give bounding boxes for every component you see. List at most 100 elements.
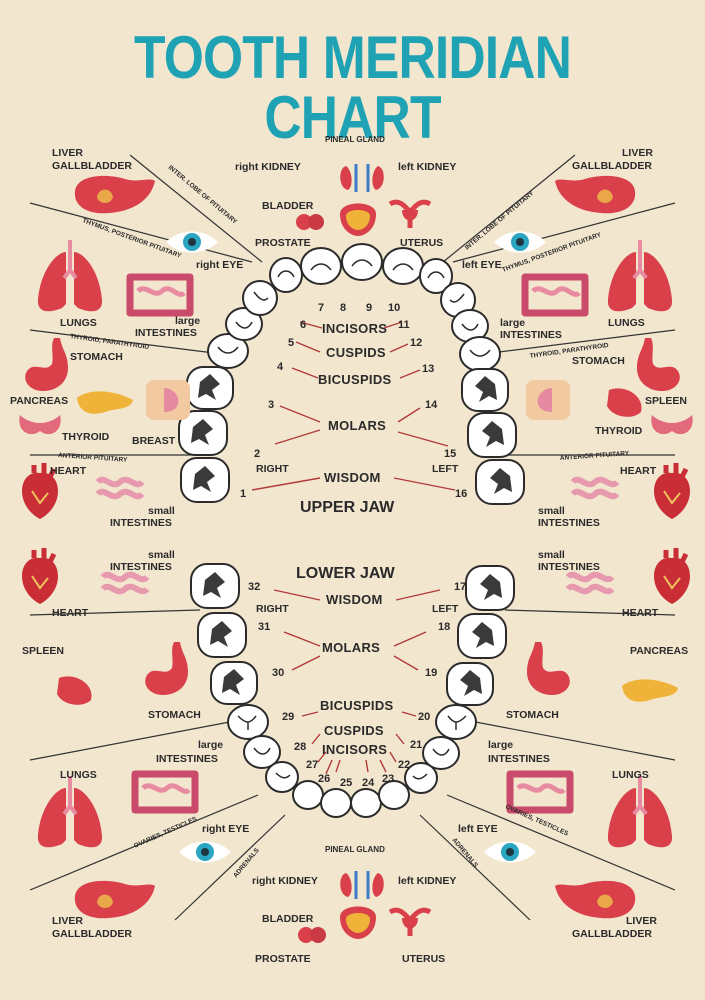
tooth-20 (435, 704, 477, 740)
tooth-14 (461, 368, 509, 412)
small-intestine-icon-lower-left (568, 575, 612, 592)
label-heart-lr: HEART (52, 607, 89, 619)
tooth-30 (210, 661, 258, 705)
label-lungs-ll: LUNGS (612, 769, 649, 781)
tooth-7 (269, 257, 303, 293)
tooth-6 (242, 280, 278, 316)
label-small-ul: small (538, 505, 565, 517)
tooth-16 (475, 459, 525, 505)
label-liver-ur: LIVER (52, 147, 83, 159)
num-31: 31 (258, 621, 270, 633)
liver-icon-upper-right (74, 175, 155, 214)
label-heart-ur: HEART (50, 465, 87, 477)
label-right-upper: RIGHT (256, 463, 289, 475)
num-23: 23 (382, 773, 394, 785)
uterus-icon-lower (390, 910, 430, 936)
label-spleen-lr: SPLEEN (22, 645, 64, 657)
label-prostate-upper: PROSTATE (255, 237, 311, 249)
label-large-ll: large (488, 739, 513, 751)
heart-icon-lower-left (654, 548, 690, 604)
tooth-23 (378, 780, 410, 810)
num-7: 7 (318, 302, 324, 314)
chart-title: TOOTH MERIDIAN CHART (133, 24, 572, 151)
tooth-18 (457, 613, 507, 659)
label-stomach-lr: STOMACH (148, 709, 201, 721)
num-15: 15 (444, 448, 456, 460)
num-9: 9 (366, 302, 372, 314)
liver-icon-lower-right (74, 880, 155, 919)
stomach-icon-lower-left (527, 642, 570, 696)
tooth-11 (419, 258, 453, 294)
lungs-icon-lower-right (35, 774, 105, 850)
num-21: 21 (410, 739, 422, 751)
num-10: 10 (388, 302, 400, 314)
label-bladder-upper: BLADDER (262, 200, 314, 212)
tooth-3 (186, 366, 234, 410)
label-small-int-ul: INTESTINES (538, 517, 600, 529)
label-small-int-lr: INTESTINES (110, 561, 172, 573)
label-intestines-ur: INTESTINES (135, 327, 197, 339)
lower-numbers: 17 18 19 20 21 22 23 24 25 26 27 28 29 3… (248, 581, 466, 789)
tooth-13b (459, 336, 501, 372)
upper-jaw-teeth (178, 243, 525, 505)
label-adrenals-ll: ADRENALS (450, 837, 479, 870)
num-24: 24 (362, 777, 375, 789)
label-small-ur: small (148, 505, 175, 517)
kidney-icon-upper (338, 162, 386, 194)
num-1: 1 (240, 488, 246, 500)
tooth-27 (265, 761, 299, 793)
label-right-lower: RIGHT (256, 603, 289, 615)
pointer-lines (251, 321, 456, 775)
tooth-17 (465, 565, 515, 611)
breast-icon-upper-left (526, 380, 570, 420)
bladder-icon-lower (340, 906, 376, 939)
label-gallbladder-lr: GALLBLADDER (52, 928, 132, 940)
label-right-eye-upper: right EYE (196, 259, 243, 271)
tooth-5 (225, 307, 263, 341)
label-molars-upper: MOLARS (328, 418, 386, 433)
tooth-9 (341, 243, 383, 281)
num-3: 3 (268, 399, 274, 411)
num-20: 20 (418, 711, 430, 723)
label-incisors-upper: INCISORS (322, 321, 387, 336)
label-wisdom-lower: WISDOM (326, 592, 383, 607)
num-18: 18 (438, 621, 450, 633)
label-spleen-ul: SPLEEN (645, 395, 687, 407)
pancreas-icon-upper-right (77, 391, 133, 414)
label-thymus-ur: THYMUS, POSTERIOR PITUITARY (81, 217, 182, 260)
lower-class-labels: LOWER JAW WISDOM RIGHT LEFT MOLARS BICUS… (256, 565, 459, 757)
upper-numbers: 1 2 3 4 5 6 7 8 9 10 11 12 13 14 15 16 (240, 302, 467, 500)
tooth-4 (207, 333, 249, 369)
label-left-eye-upper: left EYE (462, 259, 502, 271)
label-wisdom-upper: WISDOM (324, 470, 381, 485)
label-cuspids-lower: CUSPIDS (324, 723, 384, 738)
tooth-26 (292, 780, 324, 810)
kidney-icon-lower (338, 869, 386, 901)
label-cuspids-upper: CUSPIDS (326, 345, 386, 360)
label-right-kidney-lower: right KIDNEY (252, 875, 318, 887)
stomach-icon-upper-right (25, 338, 68, 392)
label-bicuspids-upper: BICUSPIDS (318, 372, 392, 387)
num-30: 30 (272, 667, 284, 679)
num-11: 11 (398, 319, 410, 331)
num-12: 12 (410, 337, 422, 349)
label-pineal-lower: PINEAL GLAND (325, 845, 385, 854)
upper-jaw-label: UPPER JAW (300, 499, 395, 516)
label-pineal-upper: PINEAL GLAND (325, 135, 385, 144)
label-uterus-lower: UTERUS (402, 953, 445, 965)
large-intestine-icon-upper-left (525, 277, 585, 313)
tooth-25 (320, 788, 352, 818)
label-lungs-ul: LUNGS (608, 317, 645, 329)
stomach-icon-lower-right (145, 642, 188, 696)
label-heart-ll: HEART (622, 607, 659, 619)
num-19: 19 (425, 667, 437, 679)
label-left-kidney-lower: left KIDNEY (398, 875, 456, 887)
label-small-lr: small (148, 549, 175, 561)
label-bladder-lower: BLADDER (262, 913, 314, 925)
label-thyroid-ur: THYROID (62, 431, 110, 443)
tooth-32 (190, 563, 240, 609)
label-intestines-lr: INTESTINES (156, 753, 218, 765)
label-intestines-ul: INTESTINES (500, 329, 562, 341)
small-intestine-icon-lower-right (103, 575, 147, 592)
label-bicuspids-lower: BICUSPIDS (320, 698, 394, 713)
